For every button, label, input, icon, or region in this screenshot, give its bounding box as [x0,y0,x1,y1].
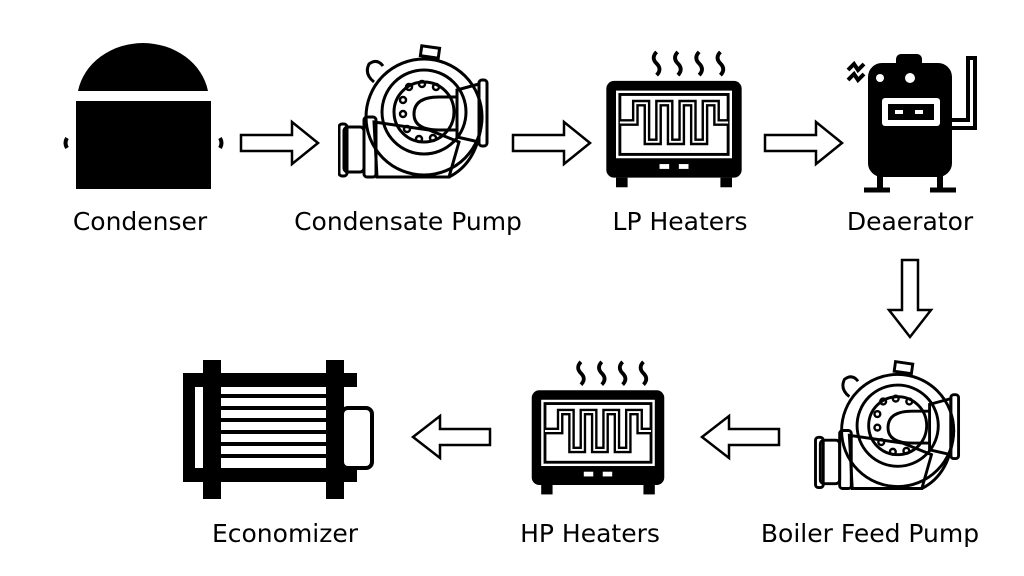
condensate-pump-icon [338,44,489,179]
node-label-hp-heaters: HP Heaters [520,519,660,548]
arrow-hp-heaters-to-economizer [410,413,492,461]
node-label-economizer: Economizer [211,519,359,548]
node-label-boiler-feed-pump: Boiler Feed Pump [760,519,980,548]
arrow-deaerator-to-boiler-feed-pump [886,258,934,340]
condenser-icon [63,43,224,189]
arrow-boiler-feed-pump-to-hp-heaters [699,413,781,461]
arrow-lp-heaters-to-deaerator [763,119,844,167]
arrow-condenser-to-condensate-pump [239,119,320,167]
deaerator-icon [846,54,977,193]
node-label-condenser: Condenser [72,207,208,236]
arrow-condensate-pump-to-lp-heaters [511,119,592,167]
boiler-feed-pump-icon [813,360,961,491]
lp-heaters-icon [606,52,741,187]
node-label-deaerator: Deaerator [846,207,974,236]
economizer-icon [183,360,374,499]
node-label-condensate-pump: Condensate Pump [294,207,522,236]
node-label-lp-heaters: LP Heaters [612,207,748,236]
hp-heaters-icon [532,362,665,495]
